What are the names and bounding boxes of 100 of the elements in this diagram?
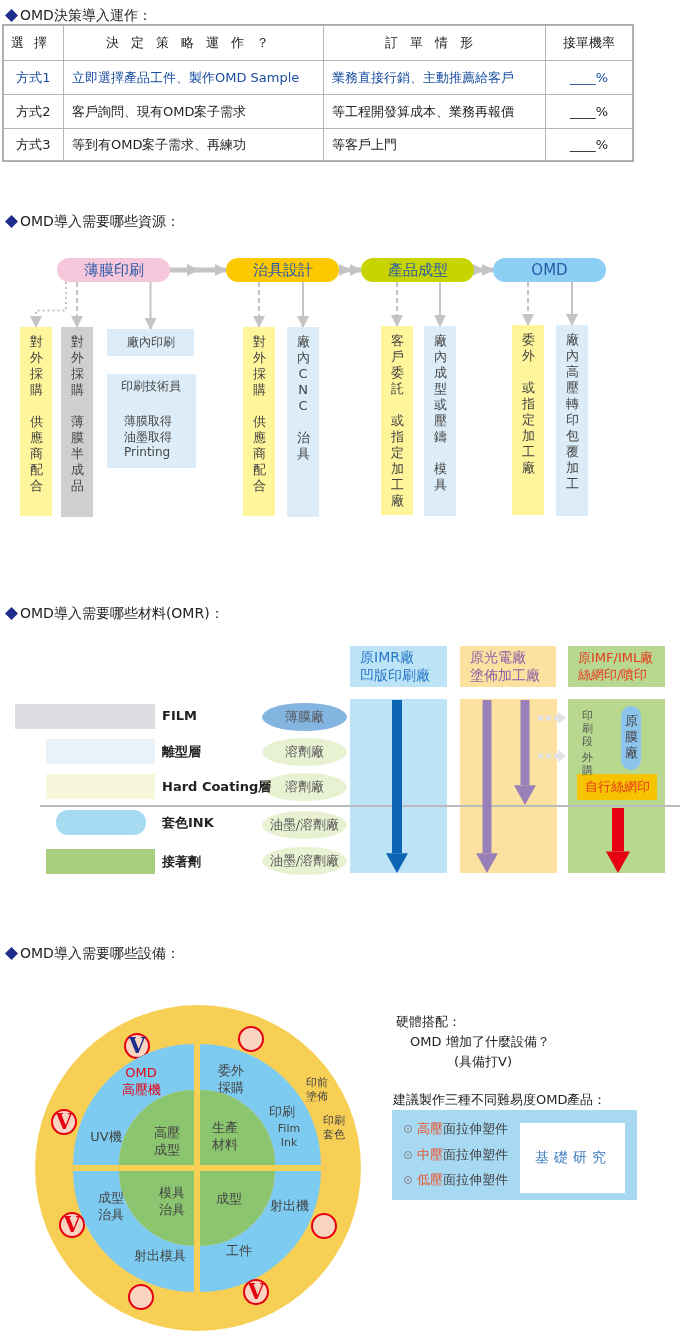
node-label: 產品成型 [387,260,448,280]
table-cell: 方式3 [3,128,64,161]
supplier-oval [262,703,347,731]
legend-label: FILM [162,708,197,723]
node-label: 原光電廠塗佈加工廠 [470,649,540,684]
dashed-arrow [253,281,265,328]
node-label: 或指定加工廠 [389,413,405,509]
node-label: 模具治具 [159,1185,185,1219]
resource-box [556,325,588,516]
note-text: OMD 增加了什麼設備？ [410,1034,550,1050]
node-label: 廠內高壓轉印包覆加工 [564,332,580,492]
arrow [434,281,446,327]
resource-box [424,326,456,516]
node-label: 廠內CNC [295,334,311,414]
check-mark: V [55,1110,73,1132]
resource-box [243,327,275,516]
column-header [350,646,447,687]
arrow [297,281,309,328]
supplier-oval [262,738,347,766]
resource-box [381,326,413,515]
process-pill [57,258,170,282]
arrow [566,281,578,326]
resource-box [20,327,52,516]
node-label: 成型治具 [98,1190,124,1224]
column-header [460,646,556,687]
legend-label: Hard Coating層 [162,778,272,796]
check-circle [311,1213,337,1239]
node-label: 印前塗佈 [306,1075,328,1105]
table-cell: ____% [545,128,633,161]
node-label: 印刷 [269,1103,295,1121]
node-label: 供應商配合 [28,414,44,494]
check-mark: V [128,1034,146,1056]
check-mark: V [63,1213,81,1235]
dashed-arrow [391,281,403,327]
node-label: 印刷技術員 [121,379,181,395]
node-label: 對外採購 [251,334,267,398]
check-circle [128,1284,154,1310]
process-box [577,774,657,800]
check-circle [238,1026,264,1052]
dashed-arrow [522,281,534,326]
node-label: 原IMR廠凹版印刷廠 [360,649,430,684]
column-header: 選擇 [3,25,64,61]
node-label: 委外採購 [218,1063,244,1097]
node-label: 高壓成型 [154,1125,180,1159]
node-label: 廠內印刷 [126,335,175,350]
arrow [339,264,361,276]
node-label: 薄膜半成品 [69,414,85,494]
check-mark: V [247,1280,265,1302]
process-pill [493,258,606,282]
dashed-arrow [30,281,67,328]
node-label: OMD高壓機 [121,1065,161,1099]
node-label: 溶劑廠 [285,743,324,761]
node-label: Film Ink [277,1121,301,1151]
note-text: 印刷段 [581,709,594,748]
arrow [474,264,493,276]
node-label: 溶劑廠 [285,778,324,796]
section-heading: OMD導入需要哪些設備： [20,944,180,962]
node-label: 供應商配合 [251,414,267,494]
node-label: 薄膜廠 [285,708,324,726]
resource-box [512,325,544,515]
node-label: 治具設計 [252,260,313,280]
node-label: 射出模具 [134,1247,186,1265]
node-label: 中壓面拉伸塑件 [416,1146,508,1164]
process-pill [361,258,474,282]
column-header: 接單機率 [545,25,633,61]
resource-box [287,327,319,517]
research-box [520,1123,625,1193]
legend-label: 接著劑 [162,853,201,871]
node-label: 廠內成型或壓鑄 [432,333,448,445]
node-label: 模具 [432,461,448,493]
arrow [170,264,226,276]
note-text: 硬體搭配： [396,1014,461,1030]
node-label: 基礎研究 [534,1149,611,1167]
supplier-oval [262,811,347,839]
node-label: 射出機 [269,1197,309,1215]
node-label: 生產材料 [212,1120,238,1154]
node-label: 薄膜印刷 [83,260,144,280]
legend-label: 套色INK [162,814,214,832]
node-label: 印刷套色 [323,1113,345,1143]
resource-box [107,374,196,468]
note-text: (具備打V) [454,1054,513,1070]
note-text: 外購 [581,751,594,777]
node-label: UV機 [90,1128,122,1146]
note-text: 建議製作三種不同難易度OMD產品： [393,1092,607,1108]
resource-box [107,329,194,356]
node-label: 客戶委託 [389,333,405,397]
node-label: 成型 [216,1190,242,1208]
process-pill [226,258,339,282]
node-label: 原膜廠 [623,713,639,761]
node-label: 薄膜取得油墨取得 Printing [124,413,172,461]
legend-label: 離型層 [162,743,201,761]
section-heading: OMD導入需要哪些資源： [20,212,180,230]
resource-box [61,327,93,517]
node-label: 高壓面拉伸塑件 [416,1120,508,1138]
node-label: 原IMF/IML廠絲網印/噴印 [578,650,654,683]
arrow [144,281,157,330]
node-label: 工件 [226,1242,252,1260]
node-label: 低壓面拉伸塑件 [416,1171,508,1189]
node-label: 治具 [295,430,311,462]
supplier-oval [262,847,347,875]
